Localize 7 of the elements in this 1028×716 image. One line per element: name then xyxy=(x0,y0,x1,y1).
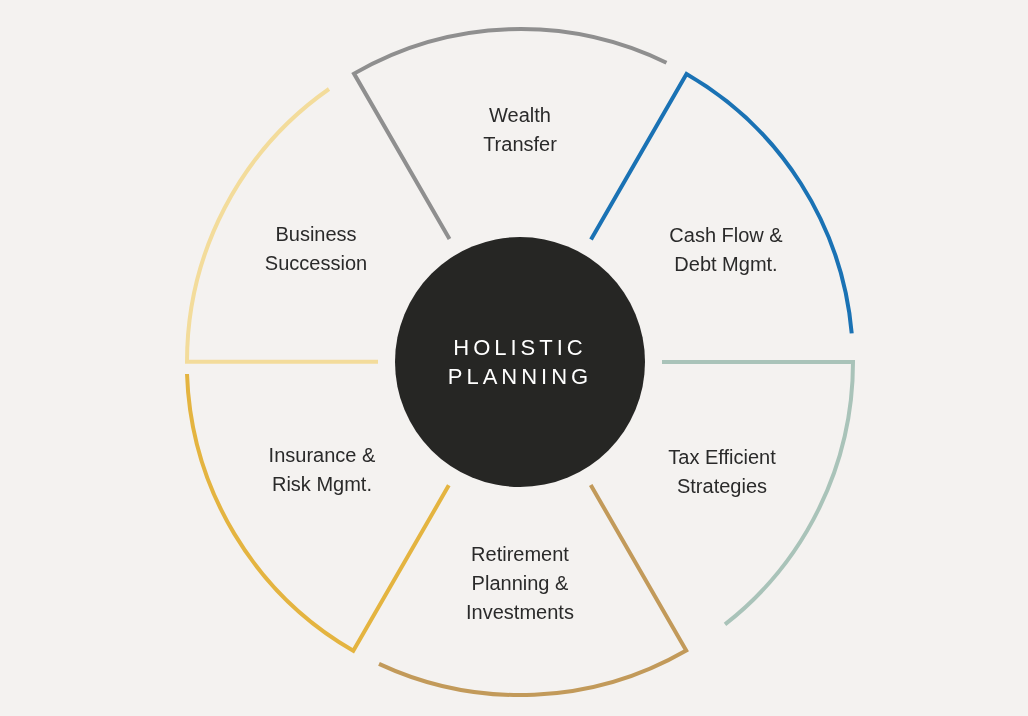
segment-label: Tax Efficient Strategies xyxy=(667,445,777,499)
segment-label: Cash Flow & Debt Mgmt. xyxy=(668,223,784,277)
segment-label: Business Succession xyxy=(263,222,369,276)
center-label: HOLISTIC PLANNING xyxy=(446,334,594,391)
segment-label: Insurance & Risk Mgmt. xyxy=(267,443,377,497)
segment-label: Retirement Planning & Investments xyxy=(465,541,575,625)
segment-label: Wealth Transfer xyxy=(482,103,558,157)
